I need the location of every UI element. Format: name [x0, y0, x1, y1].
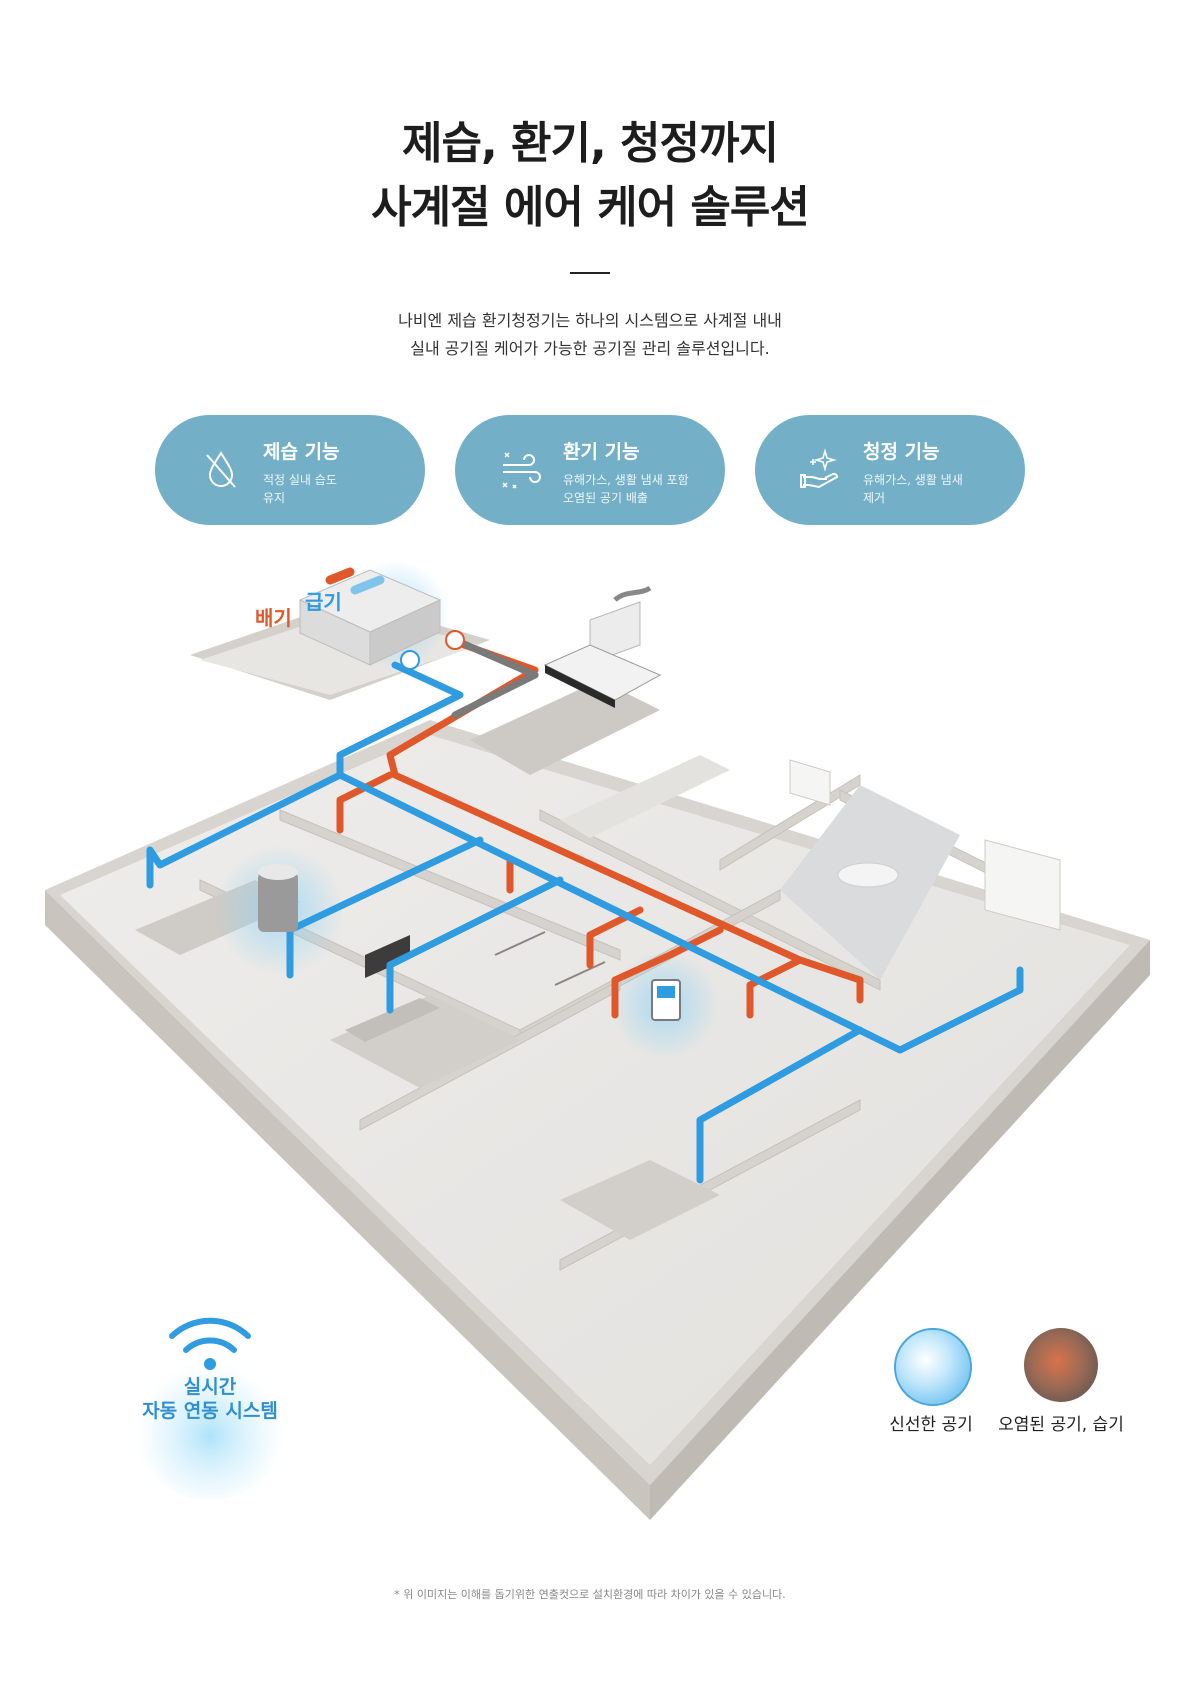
title-divider — [570, 272, 610, 274]
feature-ventilation: 환기 기능 유해가스, 생활 냄새 포함 오염된 공기 배출 — [455, 415, 725, 525]
feature-text-line-2: 유지 — [263, 491, 286, 505]
window — [789, 759, 831, 806]
ventilation-unit — [298, 567, 442, 666]
bed-headboard — [345, 998, 440, 1042]
wifi-icon — [169, 1317, 251, 1370]
air-purifier — [258, 864, 298, 932]
return-duct-network — [451, 636, 539, 719]
realtime-line-1: 실시간 — [183, 1376, 237, 1398]
supply-fan-icon — [400, 650, 420, 670]
page-description: 나비엔 제습 환기청정기는 하나의 시스템으로 사계절 내내 실내 공기질 케어… — [0, 307, 1180, 363]
realtime-label: 실시간 자동 연동 시스템 — [130, 1375, 290, 1423]
exhaust-label: 배기 — [255, 606, 292, 630]
supply-label: 급기 — [305, 590, 342, 614]
realtime-glow — [130, 1340, 290, 1500]
bed-master — [330, 995, 520, 1088]
feature-text: 유해가스, 생활 냄새 제거 — [863, 471, 1013, 507]
feature-dehumidify: 제습 기능 적정 실내 습도 유지 — [155, 415, 425, 525]
title-line-2: 사계절 에어 케어 솔루션 — [371, 182, 810, 233]
sparkle-hand-icon — [800, 448, 838, 489]
legend-fresh-air-label: 신선한 공기 — [889, 1415, 973, 1435]
flow-arrows — [400, 630, 465, 670]
kitchen-range-hood — [543, 585, 662, 708]
feature-text-line-2: 제거 — [863, 491, 886, 505]
feature-title: 환기 기능 — [563, 441, 640, 463]
realtime-line-2: 자동 연동 시스템 — [142, 1400, 278, 1422]
no-droplet-icon — [206, 451, 236, 488]
feature-text: 유해가스, 생활 냄새 포함 오염된 공기 배출 — [563, 471, 723, 507]
description-line-1: 나비엔 제습 환기청정기는 하나의 시스템으로 사계절 내내 — [398, 311, 782, 330]
legend-polluted-air-label: 오염된 공기, 습기 — [998, 1415, 1124, 1435]
house-structure — [45, 600, 1150, 1520]
interior-wall — [539, 809, 881, 991]
window — [984, 839, 1061, 931]
house-front-wall-left — [45, 890, 650, 1520]
bed-small — [560, 1160, 720, 1240]
feature-text-line-1: 유해가스, 생활 냄새 포함 — [563, 473, 689, 487]
television — [365, 935, 410, 978]
feature-text-line-1: 적정 실내 습도 — [263, 473, 337, 487]
feature-title: 제습 기능 — [263, 441, 340, 463]
feature-purification: 청정 기능 유해가스, 생활 냄새 제거 — [755, 415, 1025, 525]
legend-polluted-air-swatch — [1024, 1328, 1098, 1402]
feature-text-line-2: 오염된 공기 배출 — [563, 491, 648, 505]
realtime-glow-panel — [130, 1317, 290, 1500]
feature-text: 적정 실내 습도 유지 — [263, 471, 413, 507]
kitchen-island — [560, 755, 730, 838]
feature-text-line-1: 유해가스, 생활 냄새 — [863, 473, 963, 487]
page-title: 제습, 환기, 청정까지 사계절 에어 케어 솔루션 — [0, 112, 1180, 240]
footnote: * 위 이미지는 이해를 돕기위한 연출컷으로 설치환경에 따라 차이가 있을 … — [394, 1588, 786, 1601]
wall-controller — [651, 979, 681, 1021]
supply-duct-network — [146, 661, 1024, 1184]
house-airflow-diagram — [45, 560, 1150, 1520]
exhaust-fan-icon — [445, 630, 465, 650]
description-line-2: 실내 공기질 케어가 가능한 공기질 관리 솔루션입니다. — [410, 339, 770, 358]
dressing-room-racks — [494, 931, 606, 986]
legend-fresh-air-swatch — [894, 1328, 972, 1406]
bathtub — [837, 862, 899, 888]
house-front-wall-right — [650, 940, 1150, 1520]
feature-title: 청정 기능 — [863, 441, 940, 463]
wind-icon — [502, 452, 541, 489]
title-line-1: 제습, 환기, 청정까지 — [402, 118, 779, 169]
